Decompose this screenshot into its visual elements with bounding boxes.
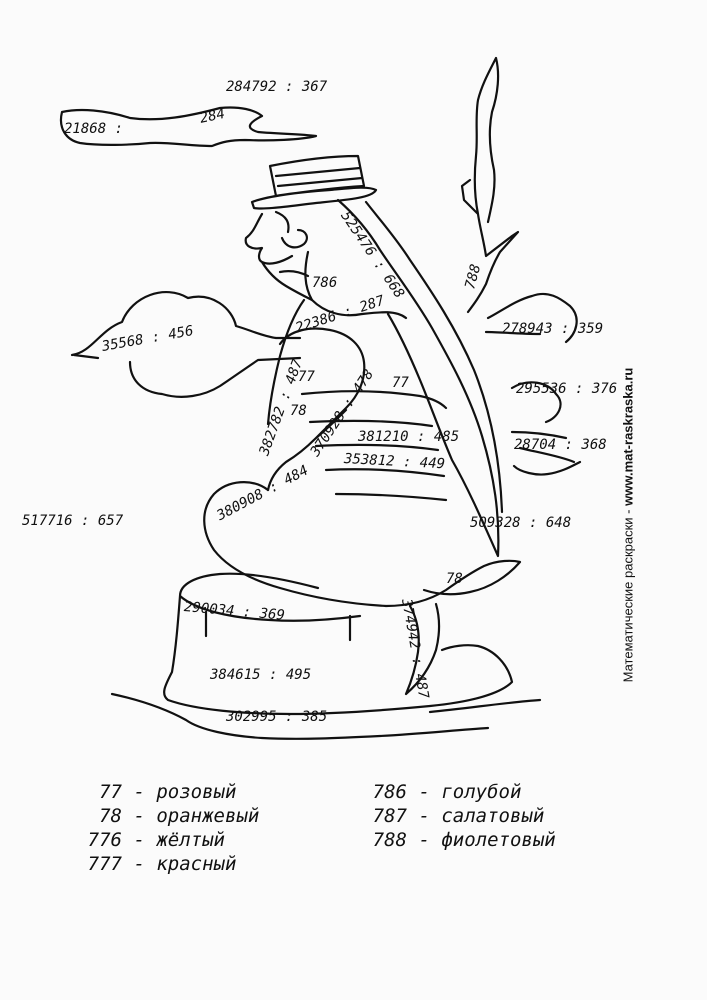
expression-label: 78	[290, 403, 307, 419]
site-url: www.mat-raskraska.ru	[620, 367, 636, 506]
legend-color-name: розовый	[156, 781, 237, 803]
legend-color-name: красный	[156, 853, 237, 875]
expression-label: 517716 : 657	[22, 513, 124, 529]
expression-label: 28704 : 368	[514, 437, 607, 453]
legend-row: 787 - салатовый	[355, 804, 556, 828]
legend-row: 786 - голубой	[355, 780, 556, 804]
legend-color-name: фиолетовый	[441, 829, 556, 851]
expression-label: 284792 : 367	[226, 79, 328, 95]
legend-separator: -	[407, 781, 442, 803]
left-cloud-outline	[70, 290, 302, 398]
legend-separator: -	[122, 853, 157, 875]
legend-code: 786	[372, 781, 407, 803]
legend-row: 776 - жёлтый	[60, 828, 259, 852]
legend-code: 78	[99, 805, 122, 827]
expression-label: 381210 : 485	[358, 429, 460, 445]
expression-label: 302995 : 385	[226, 709, 328, 725]
legend-row: 77 - розовый	[60, 780, 259, 804]
arm-outline	[266, 327, 366, 492]
expression-label: 78	[446, 571, 463, 587]
legend-code: 788	[372, 829, 407, 851]
expression-label: 786	[312, 275, 338, 291]
expression-label: 509328 : 648	[470, 515, 572, 531]
expression-label: 21868 :	[64, 121, 124, 137]
legend-separator: -	[122, 781, 157, 803]
legend-color-name: оранжевый	[156, 805, 260, 827]
right-cloud-outline	[484, 292, 582, 476]
expression-label: 384615 : 495	[210, 667, 312, 683]
top-cloud-outline	[59, 106, 318, 148]
legend-color-name: салатовый	[441, 805, 545, 827]
tail-outline	[203, 481, 522, 696]
credit-separator: -	[620, 505, 636, 518]
legend-row: 78 - оранжевый	[60, 804, 259, 828]
expression-label: 278943 : 359	[502, 321, 604, 337]
stump-outline	[163, 572, 514, 716]
legend-code: 787	[372, 805, 407, 827]
expression-label: 295536 : 376	[516, 381, 618, 397]
legend-code: 777	[87, 853, 122, 875]
legend-separator: -	[407, 805, 442, 827]
color-legend-right: 786 - голубой 787 - салатовый 788 - фиол…	[355, 780, 556, 852]
legend-separator: -	[122, 829, 157, 851]
legend-code: 776	[87, 829, 122, 851]
legend-color-name: голубой	[441, 781, 522, 803]
torso-outline	[266, 298, 448, 502]
site-name: Математические раскраски	[620, 517, 636, 683]
site-credit: Математические раскраски - www.mat-raskr…	[621, 368, 636, 683]
legend-color-name: жёлтый	[156, 829, 225, 851]
ground-line	[110, 692, 542, 740]
hat-outline	[250, 154, 378, 210]
legend-row: 788 - фиолетовый	[355, 828, 556, 852]
expression-label: 77	[392, 375, 409, 391]
legend-code: 77	[99, 781, 122, 803]
expression-label: 77	[298, 369, 315, 385]
legend-separator: -	[122, 805, 157, 827]
color-legend-left: 77 - розовый 78 - оранжевый 776 - жёлтый…	[60, 780, 260, 876]
legend-row: 777 - красный	[60, 852, 259, 876]
tree-branch-outline	[460, 56, 520, 314]
legend-separator: -	[407, 829, 442, 851]
head-outline	[244, 210, 314, 302]
